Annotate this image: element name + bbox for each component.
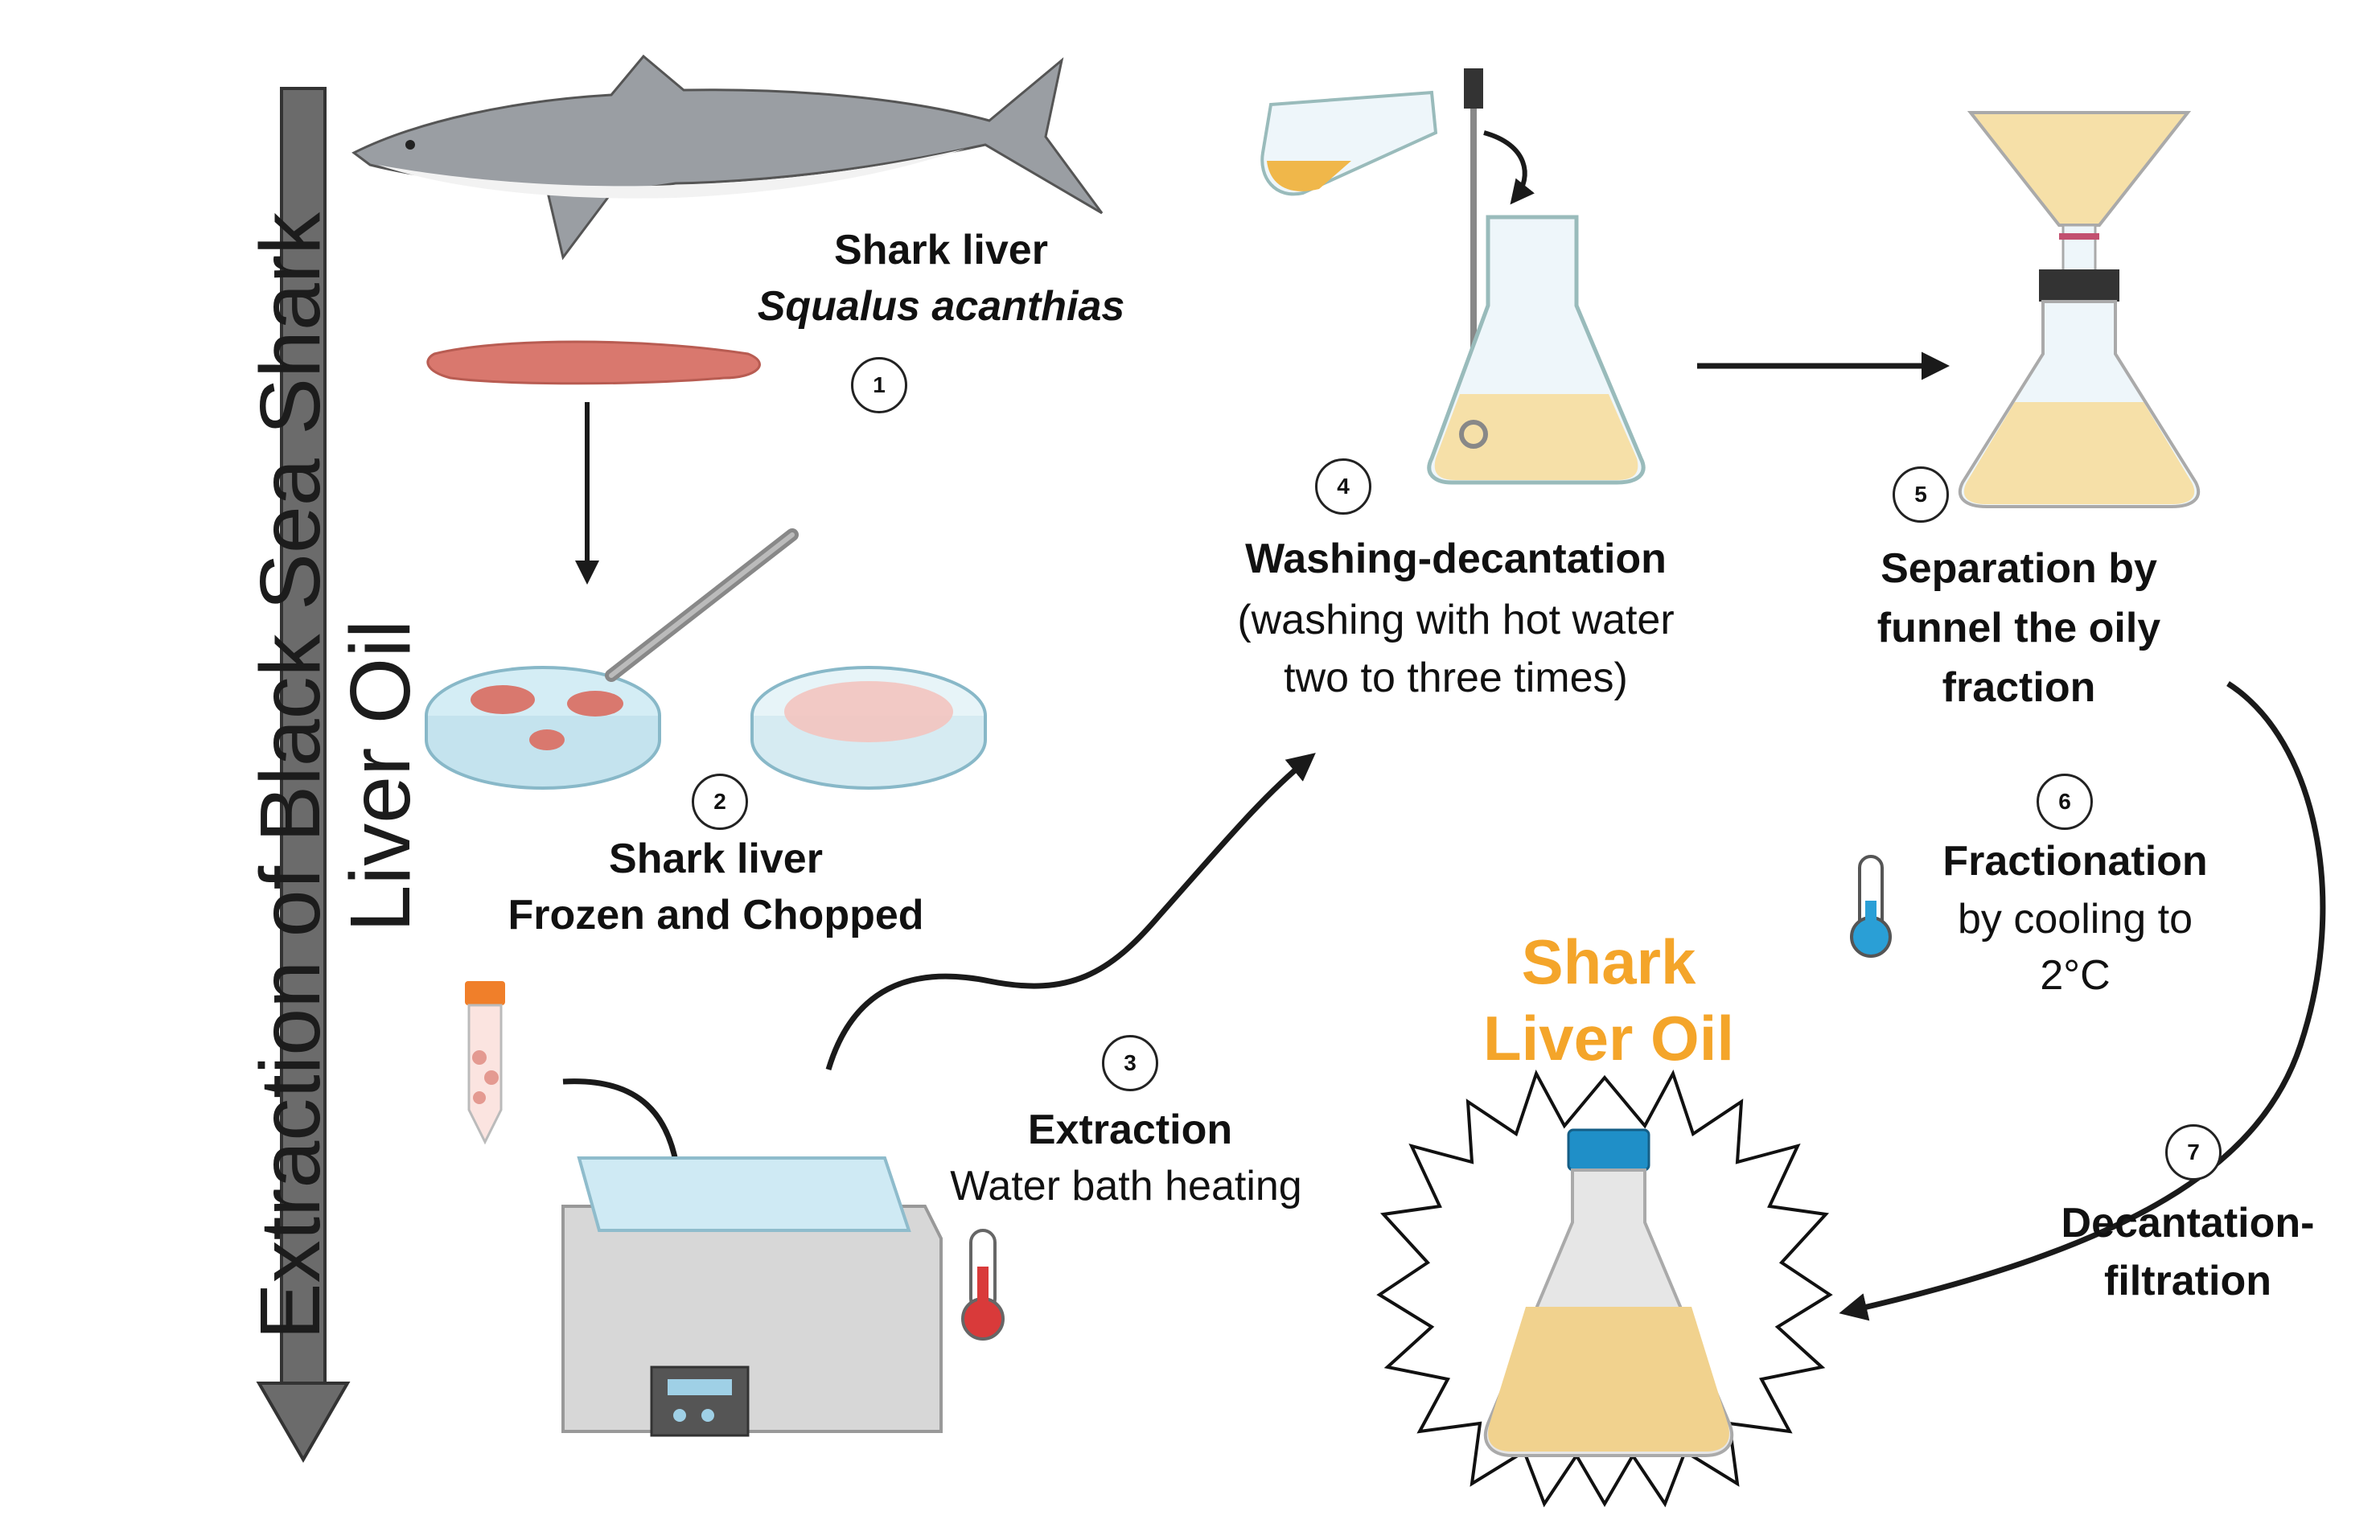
petri-dish-icon xyxy=(425,666,987,790)
step4-number: 4 xyxy=(1315,458,1371,515)
step7-number: 7 xyxy=(2165,1124,2222,1181)
step2-label: Shark liver xyxy=(609,836,823,882)
scalpel-icon xyxy=(605,528,799,682)
step5-number: 5 xyxy=(1893,466,1949,523)
step5-line3: fraction xyxy=(1942,664,2096,711)
main-title-line1: Extraction of Black Sea Shark xyxy=(243,211,338,1341)
oil-bottle-icon xyxy=(1483,1128,1734,1457)
timeline-arrow xyxy=(256,87,351,1463)
step6-label: Fractionation xyxy=(1942,838,2208,885)
step3-number: 3 xyxy=(1102,1035,1158,1091)
product-title-line2: Liver Oil xyxy=(1482,1003,1735,1074)
step7-line2: filtration xyxy=(2104,1258,2271,1304)
main-title: Extraction of Black Sea Shark Liver Oil xyxy=(243,12,446,1540)
step4-label: Washing-decantation xyxy=(1245,536,1667,582)
thermometer-icon xyxy=(961,1229,1005,1341)
step6-detail-line2: 2°C xyxy=(2040,952,2111,999)
step1-label: Shark liver xyxy=(834,227,1048,273)
step2-detail: Frozen and Chopped xyxy=(508,892,924,938)
step3-label: Extraction xyxy=(1027,1107,1233,1153)
step5-line2: funnel the oily xyxy=(1876,605,2161,651)
tube-icon xyxy=(465,981,505,1145)
step6-detail-line1: by cooling to xyxy=(1958,896,2193,942)
step4-detail-line1: (washing with hot water xyxy=(1237,597,1675,643)
main-title-line2: Liver Oil xyxy=(333,619,428,933)
step1-number: 1 xyxy=(851,357,907,413)
step4-detail-line2: two to three times) xyxy=(1284,655,1628,701)
liver-icon xyxy=(426,340,761,385)
funnel-icon xyxy=(1958,111,2201,508)
water-bath-icon xyxy=(561,1156,943,1437)
step2-number: 2 xyxy=(692,774,748,830)
product-title-line1: Shark xyxy=(1521,926,1696,997)
step6-number: 6 xyxy=(2037,774,2093,830)
step5-line1: Separation by xyxy=(1881,545,2157,592)
thermometer-icon xyxy=(1850,855,1892,958)
step1-species: Squalus acanthias xyxy=(757,283,1125,330)
flask-icon xyxy=(1260,68,1646,485)
step7-line1: Decantation- xyxy=(2061,1200,2315,1246)
shark-icon xyxy=(351,54,1104,261)
step3-detail: Water bath heating xyxy=(950,1163,1302,1209)
